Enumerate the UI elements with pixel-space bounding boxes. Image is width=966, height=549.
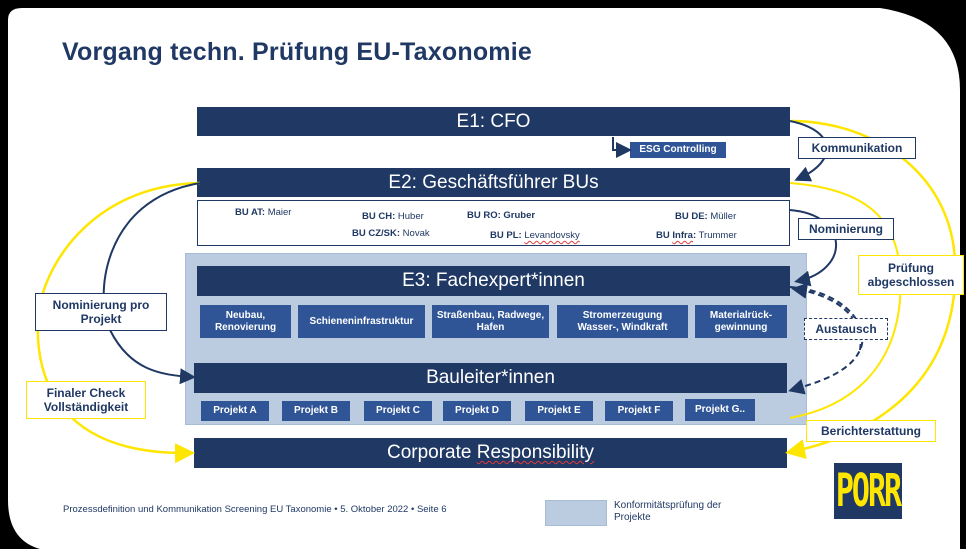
bu-ch: BU CH: Huber: [362, 211, 424, 222]
austausch-label: Austausch: [804, 318, 888, 340]
e3-fachexperten-bar: E3: Fachexpert*innen: [197, 266, 790, 296]
e1-esg-connector: [612, 137, 632, 158]
kommunikation-label: Kommunikation: [798, 137, 916, 159]
project-c: Projekt C: [364, 401, 432, 421]
project-e: Projekt E: [525, 401, 593, 421]
project-g: Projekt G..: [685, 399, 755, 421]
bu-ro: BU RO: Gruber: [467, 210, 536, 221]
bu-pl: BU PL: Levandovsky: [490, 230, 580, 241]
berichterstattung-loop: [789, 182, 902, 419]
pruefung-abgeschlossen-label: Prüfung abgeschlossen: [858, 255, 964, 295]
project-b: Projekt B: [282, 401, 350, 421]
bu-list-box: [197, 200, 790, 246]
bu-cz-sk: BU CZ/SK: Novak: [352, 228, 430, 239]
bu-at: BU AT: Maier: [235, 207, 292, 218]
nominierung-projekt-arrow: [102, 182, 201, 385]
area-strassenbau: Straßenbau, Radwege, Hafen: [432, 305, 549, 338]
nominierung-arrow: [789, 209, 837, 287]
area-stromerzeugung: Stromerzeugung Wasser-, Windkraft: [557, 305, 688, 338]
austausch-arrow-up: [791, 282, 862, 351]
area-schiene: Schieneninfrastruktur: [298, 305, 425, 338]
corporate-responsibility-bar: Corporate Responsibility: [194, 438, 787, 468]
berichterstattung-label: Berichterstattung: [806, 420, 936, 442]
project-a: Projekt A: [201, 401, 269, 421]
project-d: Projekt D: [443, 401, 511, 421]
legend-text: Konformitätsprüfung der Projekte: [614, 500, 722, 523]
finaler-check-label: Finaler Check Vollständigkeit: [26, 381, 146, 419]
bauleiter-bar: Bauleiter*innen: [194, 363, 787, 393]
bu-de: BU DE: Müller: [675, 211, 737, 222]
nominierung-label: Nominierung: [798, 218, 894, 240]
footer-text: Prozessdefinition und Kommunikation Scre…: [63, 504, 447, 515]
project-f: Projekt F: [605, 401, 673, 421]
porr-logo: PORR: [834, 463, 902, 519]
e1-cfo-bar: E1: CFO: [197, 107, 790, 136]
legend-swatch: [545, 500, 607, 526]
area-neubau: Neubau, Renovierung: [200, 305, 291, 338]
bu-infra: BU Infra: Trummer: [656, 230, 737, 241]
page-title: Vorgang techn. Prüfung EU-Taxonomie: [62, 38, 532, 66]
e2-geschaeftsfuehrer-bar: E2: Geschäftsführer BUs: [197, 168, 790, 197]
esg-controlling-box: ESG Controlling: [630, 142, 726, 158]
area-material: Materialrück- gewinnung: [695, 305, 787, 338]
austausch-arrow: [788, 286, 864, 395]
nominierung-pro-projekt-label: Nominierung pro Projekt: [35, 293, 167, 331]
